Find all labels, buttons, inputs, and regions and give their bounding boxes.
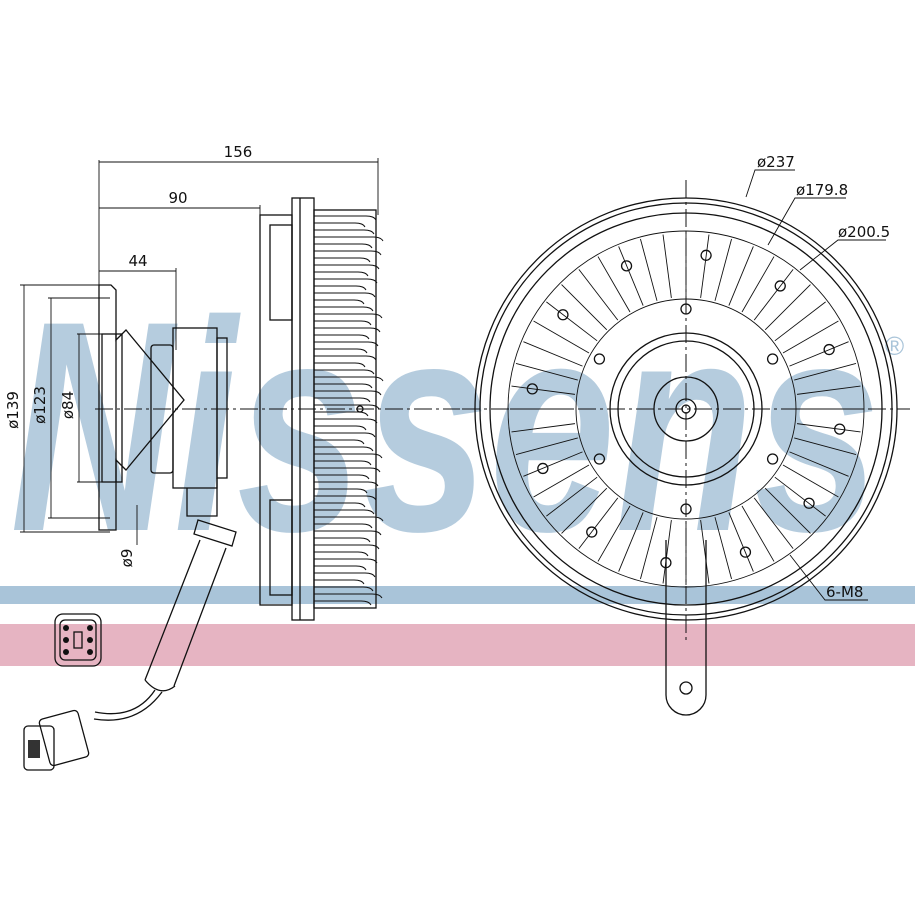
connector-plug-icon	[23, 709, 90, 771]
dim-156: 156	[224, 143, 253, 161]
connector-pinout-icon	[54, 613, 102, 667]
dim-dia-123: ø123	[31, 386, 49, 424]
side-view: 156 90 44 ø139 ø123 ø84 ø9	[4, 143, 460, 771]
dim-dia-200-5: ø200.5	[838, 223, 890, 241]
bolt-hole-icon	[680, 303, 692, 315]
bolt-hole-icon	[766, 353, 779, 365]
dim-90: 90	[168, 189, 187, 207]
thread-callout-6-m8: 6-M8	[826, 583, 863, 601]
dim-dia-179-8: ø179.8	[796, 181, 848, 199]
bolt-hole-icon	[680, 503, 692, 515]
brand-watermark: Nissens	[10, 258, 880, 594]
bolt-hole-icon	[766, 453, 779, 465]
dim-dia-237: ø237	[757, 153, 795, 171]
pink-band	[0, 624, 915, 666]
bolt-hole-icon	[593, 353, 606, 365]
front-view: ø237 ø179.8 ø200.5 6-M8	[462, 153, 910, 716]
bolt-hole-icon	[593, 453, 606, 465]
dim-dia-84: ø84	[59, 391, 77, 419]
dim-44: 44	[128, 252, 147, 270]
dim-dia-139: ø139	[4, 391, 22, 429]
dim-dia-9: ø9	[118, 549, 136, 568]
